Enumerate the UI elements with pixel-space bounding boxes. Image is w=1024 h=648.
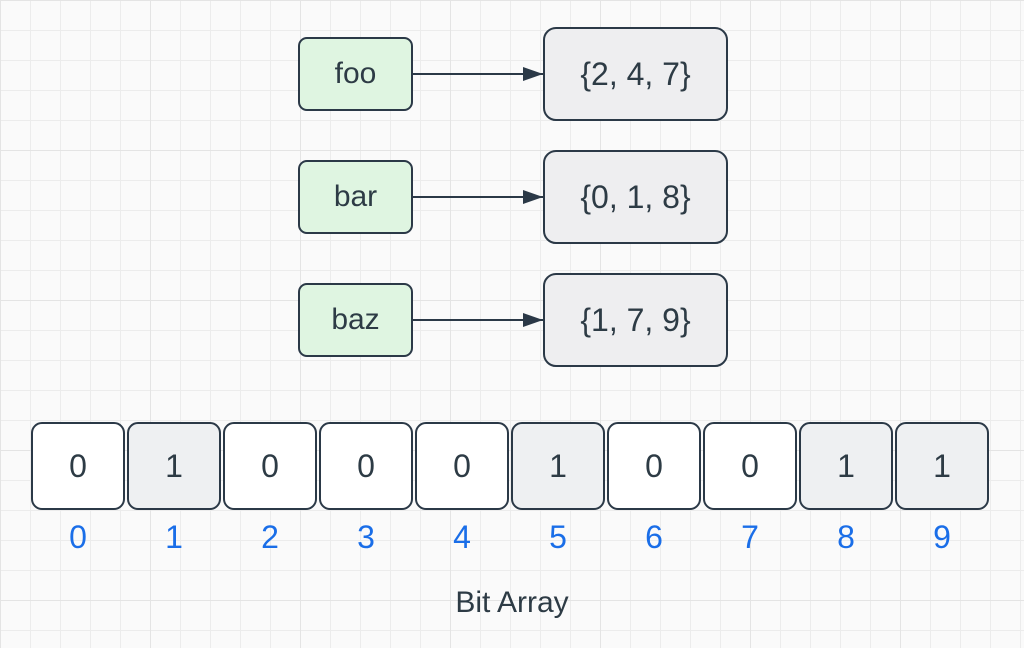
bit-index: 3: [357, 518, 375, 555]
bit-cell: 1: [127, 422, 221, 510]
bit-index: 0: [69, 518, 87, 555]
set-label-bar: {0, 1, 8}: [580, 178, 691, 215]
bit-cell: 1: [895, 422, 989, 510]
bit-cell: 0: [607, 422, 701, 510]
set-box-baz: {1, 7, 9}: [543, 273, 728, 367]
bit-index: 6: [645, 518, 663, 555]
bit-cell: 0: [31, 422, 125, 510]
bit-array-title: Bit Array: [455, 586, 569, 619]
set-box-bar: {0, 1, 8}: [543, 150, 728, 244]
bit-value: 1: [165, 447, 183, 484]
bit-value: 0: [261, 447, 279, 484]
bit-cell: 0: [703, 422, 797, 510]
bit-index: 5: [549, 518, 567, 555]
bit-index: 4: [453, 518, 471, 555]
key-box-foo: foo: [298, 37, 413, 111]
bit-cell: 0: [415, 422, 509, 510]
bit-value: 1: [933, 447, 951, 484]
bit-cell: 1: [799, 422, 893, 510]
arrow-baz-to-set-icon: [413, 313, 543, 327]
bit-index: 7: [741, 518, 759, 555]
arrow-foo-to-set-icon: [413, 67, 543, 81]
key-box-bar: bar: [298, 160, 413, 234]
set-box-foo: {2, 4, 7}: [543, 27, 728, 121]
key-label-baz: baz: [331, 303, 380, 336]
bit-value: 1: [837, 447, 855, 484]
bit-index: 1: [165, 518, 183, 555]
key-box-baz: baz: [298, 283, 413, 357]
bit-value: 0: [453, 447, 471, 484]
key-label-bar: bar: [333, 180, 378, 213]
bit-cell: 0: [223, 422, 317, 510]
key-label-foo: foo: [334, 57, 377, 90]
set-label-baz: {1, 7, 9}: [580, 301, 691, 338]
bit-index: 8: [837, 518, 855, 555]
bit-index: 2: [261, 518, 279, 555]
bit-cell: 0: [319, 422, 413, 510]
bit-value: 1: [549, 447, 567, 484]
bit-cell: 1: [511, 422, 605, 510]
bit-value: 0: [69, 447, 87, 484]
set-label-foo: {2, 4, 7}: [580, 55, 691, 92]
bit-value: 0: [357, 447, 375, 484]
bit-value: 0: [645, 447, 663, 484]
bit-index: 9: [933, 518, 951, 555]
arrow-bar-to-set-icon: [413, 190, 543, 204]
bit-value: 0: [741, 447, 759, 484]
